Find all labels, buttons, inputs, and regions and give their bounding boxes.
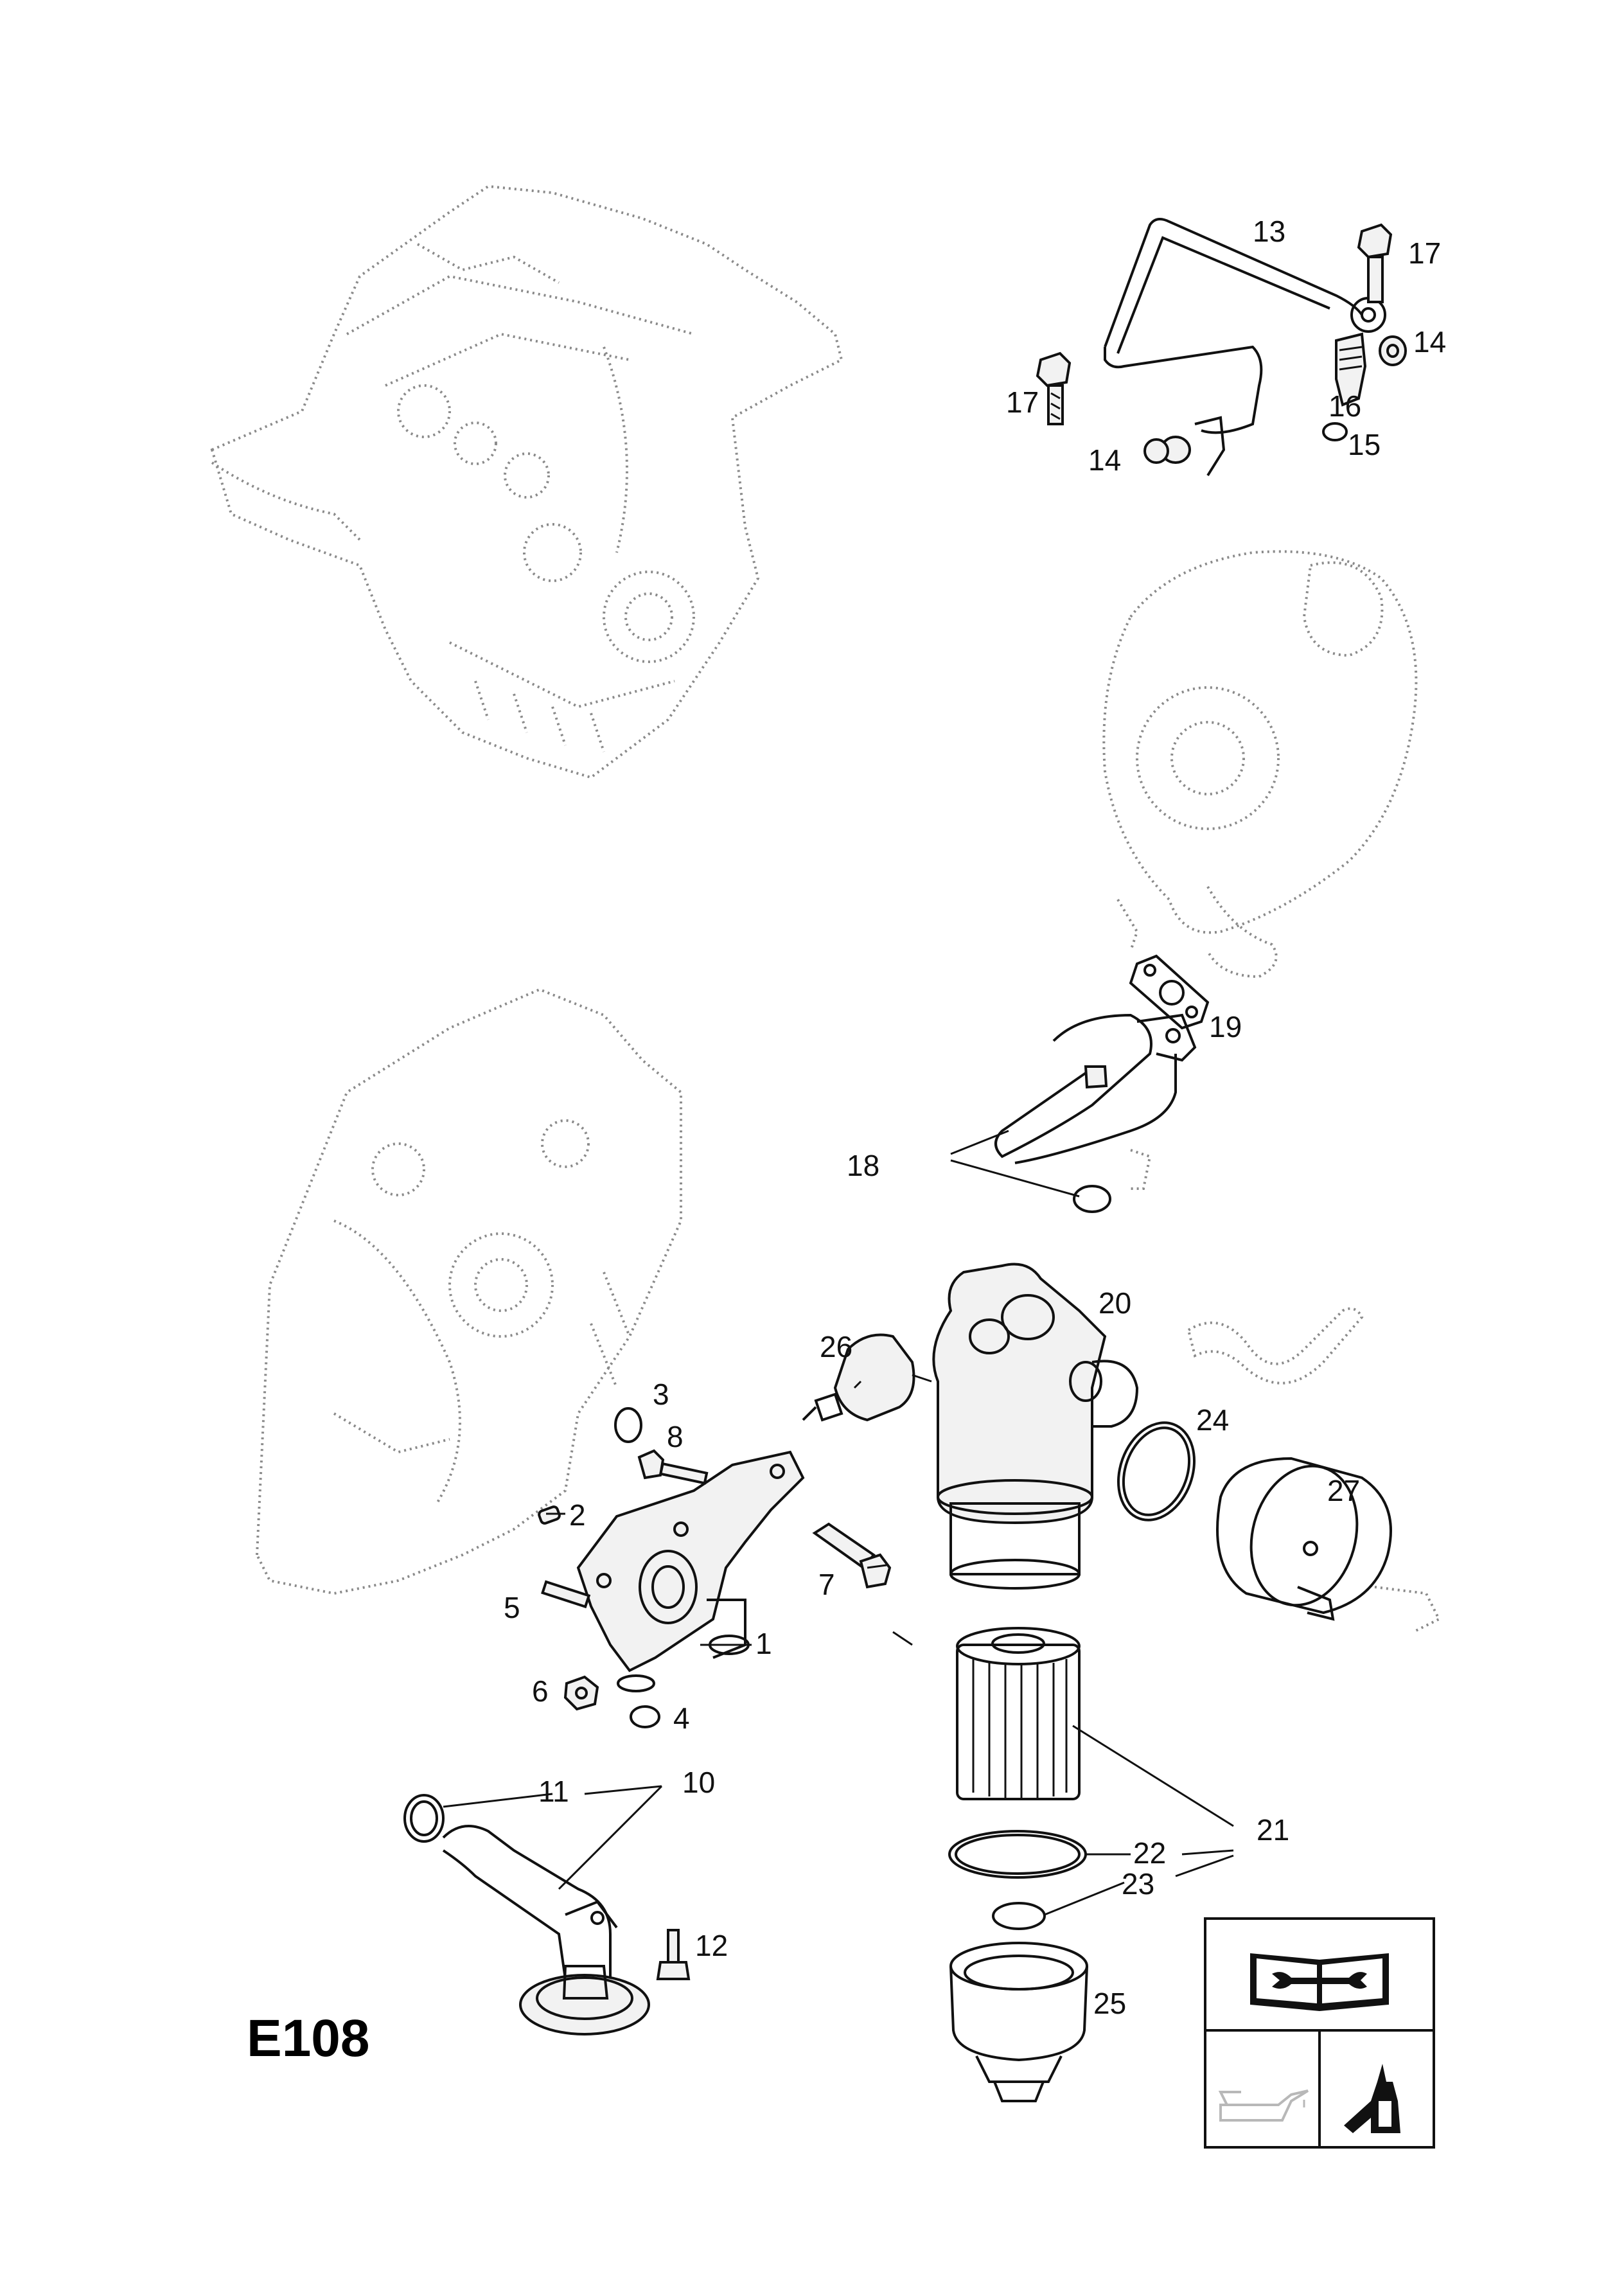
part-1-oil-pump bbox=[576, 1450, 805, 1692]
part-14-washer-left bbox=[1143, 436, 1191, 464]
part-6-nut bbox=[563, 1675, 599, 1711]
part-2-dowel-pin bbox=[538, 1505, 561, 1525]
leader-lines bbox=[443, 1130, 1234, 1916]
callout-3: 3 bbox=[653, 1378, 669, 1411]
callout-12: 12 bbox=[695, 1929, 728, 1962]
coolant-hose-ghost bbox=[1187, 1307, 1364, 1385]
part-14-washer-right bbox=[1379, 335, 1407, 366]
part-12-bolt bbox=[656, 1929, 691, 1980]
callout-2: 2 bbox=[569, 1498, 586, 1532]
part-26-oil-pressure-sensor bbox=[802, 1333, 932, 1422]
diagram-code: E108 bbox=[247, 2009, 370, 2068]
part-3-o-ring bbox=[614, 1407, 642, 1443]
sealant-bottle-icon bbox=[1344, 2064, 1400, 2133]
callout-1: 1 bbox=[755, 1627, 772, 1660]
callout-15: 15 bbox=[1348, 428, 1381, 461]
part-22-o-ring bbox=[948, 1830, 1087, 1879]
part-4-seal-ring bbox=[630, 1705, 660, 1728]
callout-labels: 1 2 3 4 5 6 7 8 9 10 11 12 13 14 14 15 1… bbox=[504, 215, 1446, 2066]
callout-8: 8 bbox=[667, 1420, 684, 1453]
part-7-bolt bbox=[812, 1522, 892, 1589]
callout-17-left: 17 bbox=[1006, 386, 1039, 419]
callout-25: 25 bbox=[1093, 1987, 1126, 2020]
callout-10: 10 bbox=[682, 1766, 715, 1799]
callout-21: 21 bbox=[1257, 1813, 1289, 1847]
callout-24: 24 bbox=[1196, 1403, 1229, 1437]
part-13-oil-feed-pipe bbox=[1104, 218, 1386, 477]
part-11-o-ring bbox=[403, 1794, 445, 1843]
part-17-bolt-left bbox=[1036, 351, 1072, 425]
part-8-bolt bbox=[637, 1449, 709, 1485]
callout-16: 16 bbox=[1328, 389, 1361, 423]
part-19-gasket bbox=[1129, 954, 1210, 1030]
callout-26: 26 bbox=[820, 1330, 852, 1363]
part-24-o-ring bbox=[1117, 1421, 1196, 1521]
callout-17-top: 17 bbox=[1408, 236, 1441, 270]
callout-27: 27 bbox=[1327, 1474, 1360, 1507]
part-16-union-connector bbox=[1335, 332, 1367, 407]
engine-assembly-ghost bbox=[210, 184, 843, 779]
callout-14-right: 14 bbox=[1413, 325, 1446, 359]
part-17-banjo-bolt-top bbox=[1357, 223, 1393, 303]
callout-22: 22 bbox=[1133, 1836, 1166, 1870]
oil-can-icon bbox=[1218, 2089, 1309, 2122]
part-5-stud bbox=[541, 1580, 591, 1609]
part-23-o-ring bbox=[992, 1902, 1046, 1930]
callout-23: 23 bbox=[1122, 1867, 1154, 1901]
callout-7: 7 bbox=[818, 1568, 835, 1601]
part-25-oil-filter-cap bbox=[949, 1942, 1088, 2102]
callout-11: 11 bbox=[538, 1775, 569, 1808]
part-18-oil-return-pipe bbox=[994, 1013, 1197, 1213]
part-27-oil-cooler bbox=[1216, 1457, 1441, 1633]
callout-5: 5 bbox=[504, 1591, 520, 1624]
callout-6: 6 bbox=[532, 1674, 549, 1708]
callout-14-left: 14 bbox=[1088, 443, 1121, 477]
callout-13: 13 bbox=[1253, 215, 1285, 248]
legend-box bbox=[1204, 1917, 1435, 2149]
callout-19: 19 bbox=[1209, 1010, 1242, 1043]
part-21-oil-filter-element bbox=[956, 1627, 1081, 1800]
part-10-oil-pickup-pipe bbox=[442, 1825, 650, 2035]
part-20-oil-filter-housing bbox=[932, 1263, 1139, 1590]
part-15-sealing-ring bbox=[1322, 422, 1348, 441]
callout-20: 20 bbox=[1099, 1286, 1131, 1320]
callout-4: 4 bbox=[673, 1701, 690, 1735]
open-manual-wrench-icon bbox=[1250, 1953, 1389, 2011]
turbocharger-ghost bbox=[1102, 550, 1418, 979]
cylinder-block-ghost bbox=[255, 988, 682, 1595]
callout-18: 18 bbox=[847, 1149, 879, 1182]
